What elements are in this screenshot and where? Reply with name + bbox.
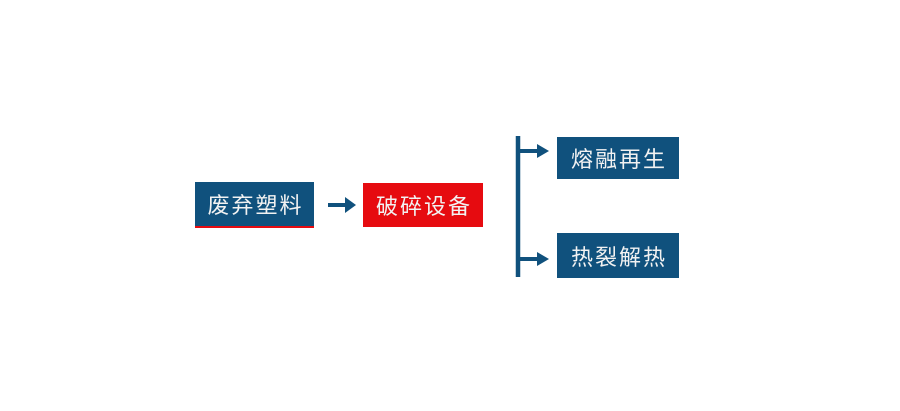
edge-top-branch-arrow (518, 144, 549, 158)
node-melt-regeneration-label: 熔融再生 (570, 147, 667, 172)
edge-main-arrowhead-icon (345, 197, 356, 213)
node-melt-regeneration: 熔融再生 (557, 137, 679, 179)
node-waste-plastic-label: 废弃塑料 (207, 193, 304, 218)
node-crushing-equipment-label: 破碎设备 (375, 194, 472, 219)
edge-bottom-branch-arrow (518, 252, 549, 266)
edge-bottom-branch-arrowhead-icon (537, 252, 549, 266)
node-crushing-equipment: 破碎设备 (363, 183, 483, 227)
edge-top-branch-arrowhead-icon (537, 144, 549, 158)
node-waste-plastic: 废弃塑料 (195, 182, 314, 228)
node-thermal-cracking-label: 热裂解热 (570, 244, 667, 270)
node-thermal-cracking: 热裂解热 (557, 233, 679, 278)
edge-main-arrow (328, 197, 356, 213)
